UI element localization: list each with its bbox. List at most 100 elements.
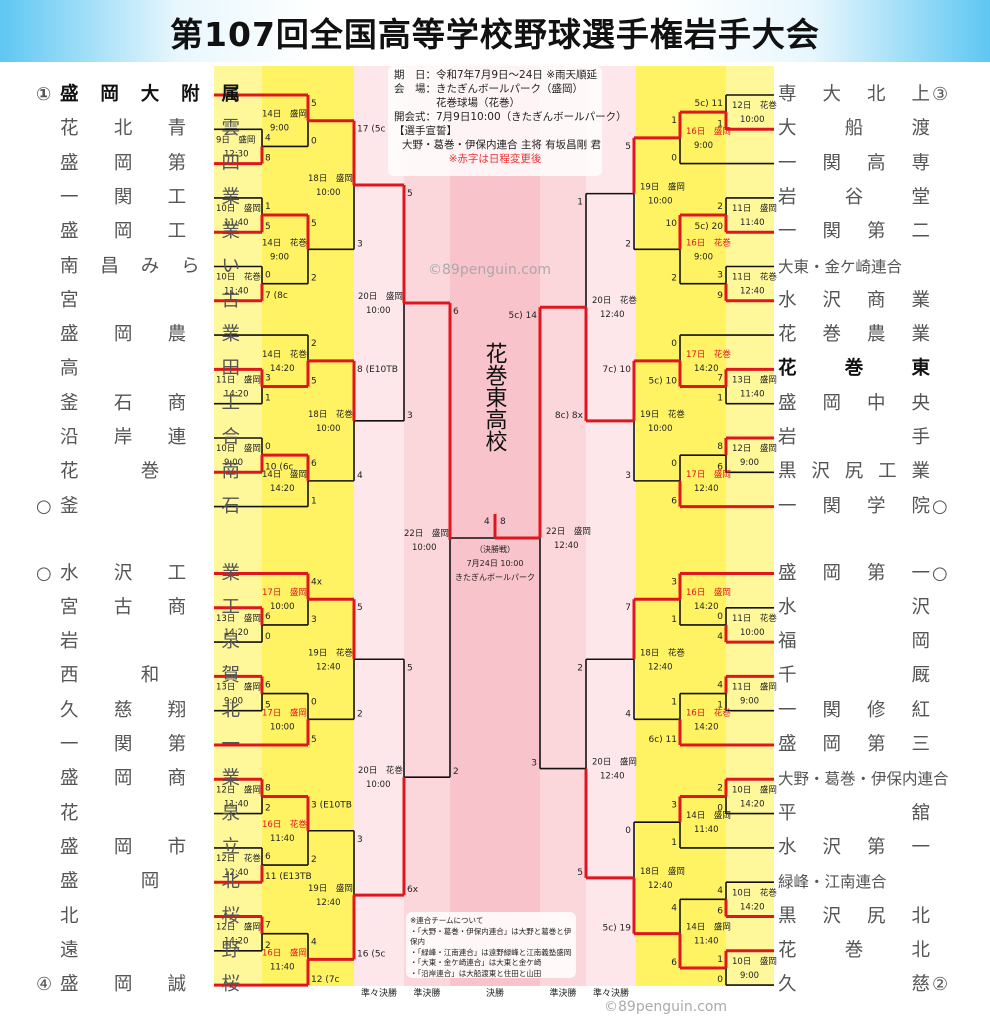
R2-score-a: 1 — [671, 116, 677, 126]
team-char: 泉 — [221, 802, 240, 824]
team-char: 属 — [221, 84, 240, 105]
team-char: 岡 — [113, 768, 133, 790]
L6-date: 18日 盛岡 — [308, 173, 353, 184]
left-team-17: 久慈翔北 — [28, 699, 240, 723]
L22-score-b: 12 (7c — [311, 975, 340, 985]
team-char: 附 — [181, 84, 200, 105]
R3-score-a: 2 — [717, 202, 723, 212]
left-team-8: 高田 — [28, 357, 240, 381]
L13-date: 13日 盛岡 — [216, 613, 261, 624]
team-char: 第 — [167, 734, 187, 755]
L23-date: 19日 盛岡 — [308, 883, 353, 894]
R9-time: 9:00 — [740, 458, 759, 468]
note-2: ・「緑峰・江南連合」は遠野緑峰と江南義塾盛岡 — [410, 947, 572, 957]
L22-time: 11:40 — [270, 962, 295, 972]
team-char: 花 — [778, 358, 797, 380]
team-char: 盛 — [778, 392, 797, 414]
team-char: 専 — [778, 84, 797, 105]
right-team-9: 盛岡中央 — [776, 392, 962, 416]
R16-time: 14:20 — [694, 722, 719, 732]
team-char: 岡 — [822, 392, 841, 414]
team-name: 盛岡市立 — [60, 836, 240, 860]
left-team-24: 遠野 — [28, 939, 240, 963]
R19-time: 11:40 — [694, 825, 719, 835]
team-char: 工 — [167, 221, 187, 243]
L14-score-a: 4x — [311, 578, 323, 588]
team-char: 業 — [911, 289, 930, 311]
right-team-2: 一関高専 — [776, 152, 962, 176]
R21-score-a: 1 — [717, 955, 723, 965]
info-oath-head: 【選手宣誓】 — [394, 125, 457, 137]
team-name: 花北青雲 — [60, 117, 240, 141]
R11-time: 10:00 — [648, 424, 673, 434]
L16-time: 10:00 — [270, 722, 295, 732]
team-char: 盛 — [60, 221, 79, 243]
team-char: 水 — [778, 836, 797, 858]
watermark-top: ©89penguin.com — [428, 262, 552, 278]
L4-date: 10日 花巻 — [216, 272, 261, 283]
team-char: 高 — [60, 358, 79, 380]
R15-score-a: 4 — [717, 680, 723, 690]
L5-score-a: 5 — [311, 219, 317, 229]
team-char: 花 — [60, 461, 79, 483]
left-team-7: 盛岡農業 — [28, 323, 240, 347]
team-char: 立 — [221, 836, 240, 858]
R20-score-a: 4 — [717, 886, 723, 896]
team-char: 三 — [911, 734, 930, 755]
team-char: 央 — [911, 392, 930, 414]
L13-score-a: 6 — [265, 612, 271, 622]
team-char: 第 — [866, 221, 886, 243]
L7-score-b: 1 — [265, 394, 271, 404]
team-seed-mark: ③ — [932, 84, 949, 105]
team-name: 釜石商工 — [60, 392, 240, 416]
right-team-11: 黒沢尻工業 — [776, 460, 962, 484]
left-team-21: 盛岡市立 — [28, 836, 240, 860]
right-team-22: 緑峰・江南連合 — [776, 870, 962, 894]
team-char: 業 — [221, 324, 240, 346]
R5-date: 16日 花巻 — [686, 237, 731, 248]
L17-score-b: 2 — [357, 709, 363, 719]
L6-time: 10:00 — [316, 188, 341, 198]
team-name: 南昌みらい — [60, 255, 240, 279]
team-char: 渡 — [911, 118, 930, 140]
L20-score-b: 2 — [311, 855, 317, 865]
R8-score-b: 5c) 10 — [649, 377, 678, 387]
team-char: 紅 — [911, 699, 930, 721]
L16-score-b: 5 — [311, 735, 317, 745]
team-char: 関 — [113, 186, 133, 208]
team-char: 花 — [778, 939, 797, 961]
team-char: 花 — [60, 118, 79, 140]
R20-score-b: 6 — [717, 907, 723, 917]
team-char: 商 — [866, 289, 886, 311]
team-name: 久慈 — [778, 973, 930, 997]
team-char: 商 — [167, 392, 187, 414]
right-team-17: 一関修紅 — [776, 699, 962, 723]
team-name: 岩手 — [778, 426, 930, 450]
R7-time: 11:40 — [740, 390, 765, 400]
team-name: 一関学院 — [778, 495, 930, 519]
L11-score-b: 4 — [357, 471, 363, 481]
L7-date: 11日 盛岡 — [216, 375, 261, 386]
team-char: 業 — [221, 562, 240, 584]
page-title: 第107回全国高等学校野球選手権岩手大会 — [170, 15, 820, 54]
R9-score-b: 6 — [717, 462, 723, 472]
right-team-14: 水沢 — [776, 596, 962, 620]
team-char: 工 — [167, 562, 187, 584]
R15-date: 11日 盛岡 — [732, 682, 777, 693]
final-label: （決勝戦） — [475, 544, 515, 554]
team-name: 盛岡北 — [60, 870, 240, 894]
team-name: 岩泉 — [60, 630, 240, 654]
band-pink-2 — [586, 66, 636, 986]
team-char: 工 — [221, 596, 240, 618]
team-name: 高田 — [60, 357, 240, 381]
LS-score-a: 6 — [453, 307, 459, 317]
note-4: ・「沿岸連合」は大船渡東と住田と山田 — [410, 968, 542, 978]
team-char: 岡 — [822, 562, 841, 584]
band-pink-3 — [404, 66, 450, 986]
R3-time: 11:40 — [740, 218, 765, 228]
team-char: 農 — [866, 324, 886, 346]
team-char: 巻 — [822, 324, 841, 346]
right-team-13: 盛岡第一○ — [776, 562, 962, 586]
team-name: 一関第二 — [778, 220, 930, 244]
